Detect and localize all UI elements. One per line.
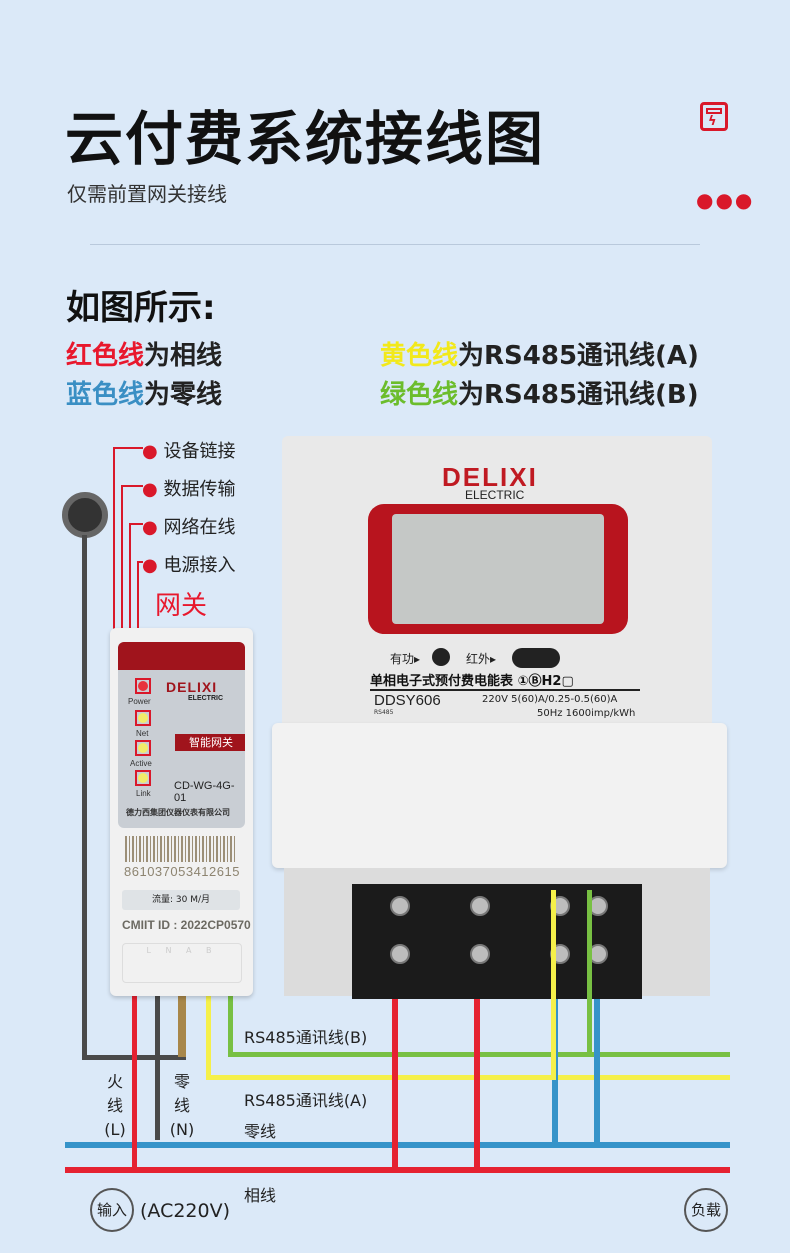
divider — [90, 244, 700, 245]
indicator-label: ● 数据传输 — [142, 479, 236, 500]
legend-text: 为RS485通讯线(B) — [458, 380, 699, 410]
legend-yellow: 黄色线为RS485通讯线(A) — [380, 335, 699, 372]
legend-title: 如图所示: — [66, 288, 216, 328]
gateway-model: CD-WG-4G-01 — [174, 780, 235, 804]
led-label: Power — [128, 697, 151, 706]
gateway-neutral-wire — [155, 995, 160, 1140]
meter-phase-in-wire — [392, 990, 398, 1170]
prepaid-energy-meter: DELIXI ELECTRIC 有功▸ 红外▸ 单相电子式预付费电能表 ①ⒷH2… — [272, 436, 727, 999]
callout-line — [129, 523, 143, 709]
callout-line — [137, 561, 143, 679]
meter-phase-out-wire — [474, 990, 480, 1170]
led-net — [135, 710, 151, 726]
callout-line — [113, 447, 143, 761]
phase-label: 相线 — [244, 1186, 277, 1205]
meter-type: 单相电子式预付费电能表 ①ⒷH2▢ — [370, 670, 640, 691]
callout-line — [121, 485, 143, 723]
input-badge: 输入 — [90, 1188, 134, 1232]
legend-color-word: 黄色线 — [380, 341, 459, 371]
indicator-label: ● 电源接入 — [142, 555, 236, 576]
gateway-name: 智能网关 — [175, 734, 245, 751]
live-label: 火线(L) — [104, 1072, 126, 1139]
legend-green: 绿色线为RS485通讯线(B) — [380, 374, 699, 411]
meter-brand-sub: ELECTRIC — [465, 488, 525, 502]
lcd-display — [392, 514, 604, 624]
active-label: 有功▸ — [390, 652, 421, 666]
legend-red: 红色线为相线 — [66, 335, 222, 372]
meter-rs: RS485 — [374, 709, 394, 716]
legend-color-word: 绿色线 — [380, 380, 459, 410]
more-dots-icon[interactable]: ●●● — [696, 188, 755, 212]
barcode — [125, 836, 235, 862]
electric-meter-icon: ϟ — [700, 102, 728, 131]
smart-gateway: Power Net Active Link DELIXI ELECTRIC 智能… — [110, 628, 253, 996]
legend-text: 为相线 — [144, 341, 223, 371]
page-title: 云付费系统接线图 — [65, 105, 546, 173]
indicator-label: ● 设备链接 — [142, 441, 236, 462]
phase-wire — [65, 1167, 730, 1173]
meter-brand-logo: DELIXI — [442, 462, 538, 492]
data-flow-label: 流量: 30 M/月 — [122, 890, 240, 910]
ir-label: 红外▸ — [466, 652, 497, 666]
legend-blue: 蓝色线为零线 — [66, 374, 222, 411]
infrared-window-icon — [512, 648, 560, 668]
gateway-brand-sub: ELECTRIC — [188, 695, 223, 702]
input-spec: (AC220V) — [140, 1200, 231, 1222]
neutral-label: 零线 — [244, 1122, 277, 1141]
rs485-a-label: RS485通讯线(A) — [244, 1091, 368, 1110]
led-link — [135, 770, 151, 786]
neutral-n-label: 零线(N) — [169, 1072, 195, 1139]
gateway-panel: Power Net Active Link DELIXI ELECTRIC 智能… — [118, 642, 245, 828]
led-label: Active — [130, 759, 152, 768]
meter-neutral-out-wire — [594, 990, 600, 1145]
gateway-live-wire — [132, 995, 137, 1170]
pulse-led-icon — [432, 648, 450, 666]
led-label: Net — [136, 729, 149, 738]
gateway-company: 德力西集团仪器仪表有限公司 — [126, 808, 230, 817]
gateway-b-wire — [228, 995, 233, 1055]
meter-model: DDSY606 — [374, 692, 441, 709]
rs485-a-wire — [206, 1075, 730, 1080]
legend-color-word: 蓝色线 — [66, 380, 145, 410]
gateway-terminals: L N A B — [122, 943, 242, 983]
meter-a-wire — [551, 890, 556, 1080]
antenna-connector — [178, 995, 186, 1057]
barcode-number: 861037053412615 — [124, 864, 240, 879]
terminal-block — [352, 884, 642, 999]
meter-spec: 50Hz 1600imp/kWh — [537, 708, 636, 719]
gateway-label: 网关 — [155, 591, 208, 621]
legend-text: 为RS485通讯线(A) — [458, 341, 699, 371]
load-badge: 负载 — [684, 1188, 728, 1232]
meter-spec: 220V 5(60)A/0.25-0.5(60)A — [482, 694, 618, 705]
led-active — [135, 740, 151, 756]
page-subtitle: 仅需前置网关接线 — [67, 182, 227, 206]
meter-b-wire — [587, 890, 592, 1057]
legend-color-word: 红色线 — [66, 341, 145, 371]
gateway-a-wire — [206, 995, 211, 1080]
rs485-b-label: RS485通讯线(B) — [244, 1028, 368, 1047]
terminal-cover — [272, 723, 727, 868]
cmiit-id: CMIIT ID : 2022CP0570 — [122, 918, 251, 932]
led-label: Link — [136, 789, 151, 798]
indicator-label: ● 网络在线 — [142, 517, 236, 538]
legend-text: 为零线 — [144, 380, 223, 410]
gateway-brand-logo: DELIXI — [166, 679, 218, 695]
antenna-icon — [62, 492, 108, 538]
antenna-cable — [82, 535, 87, 1060]
